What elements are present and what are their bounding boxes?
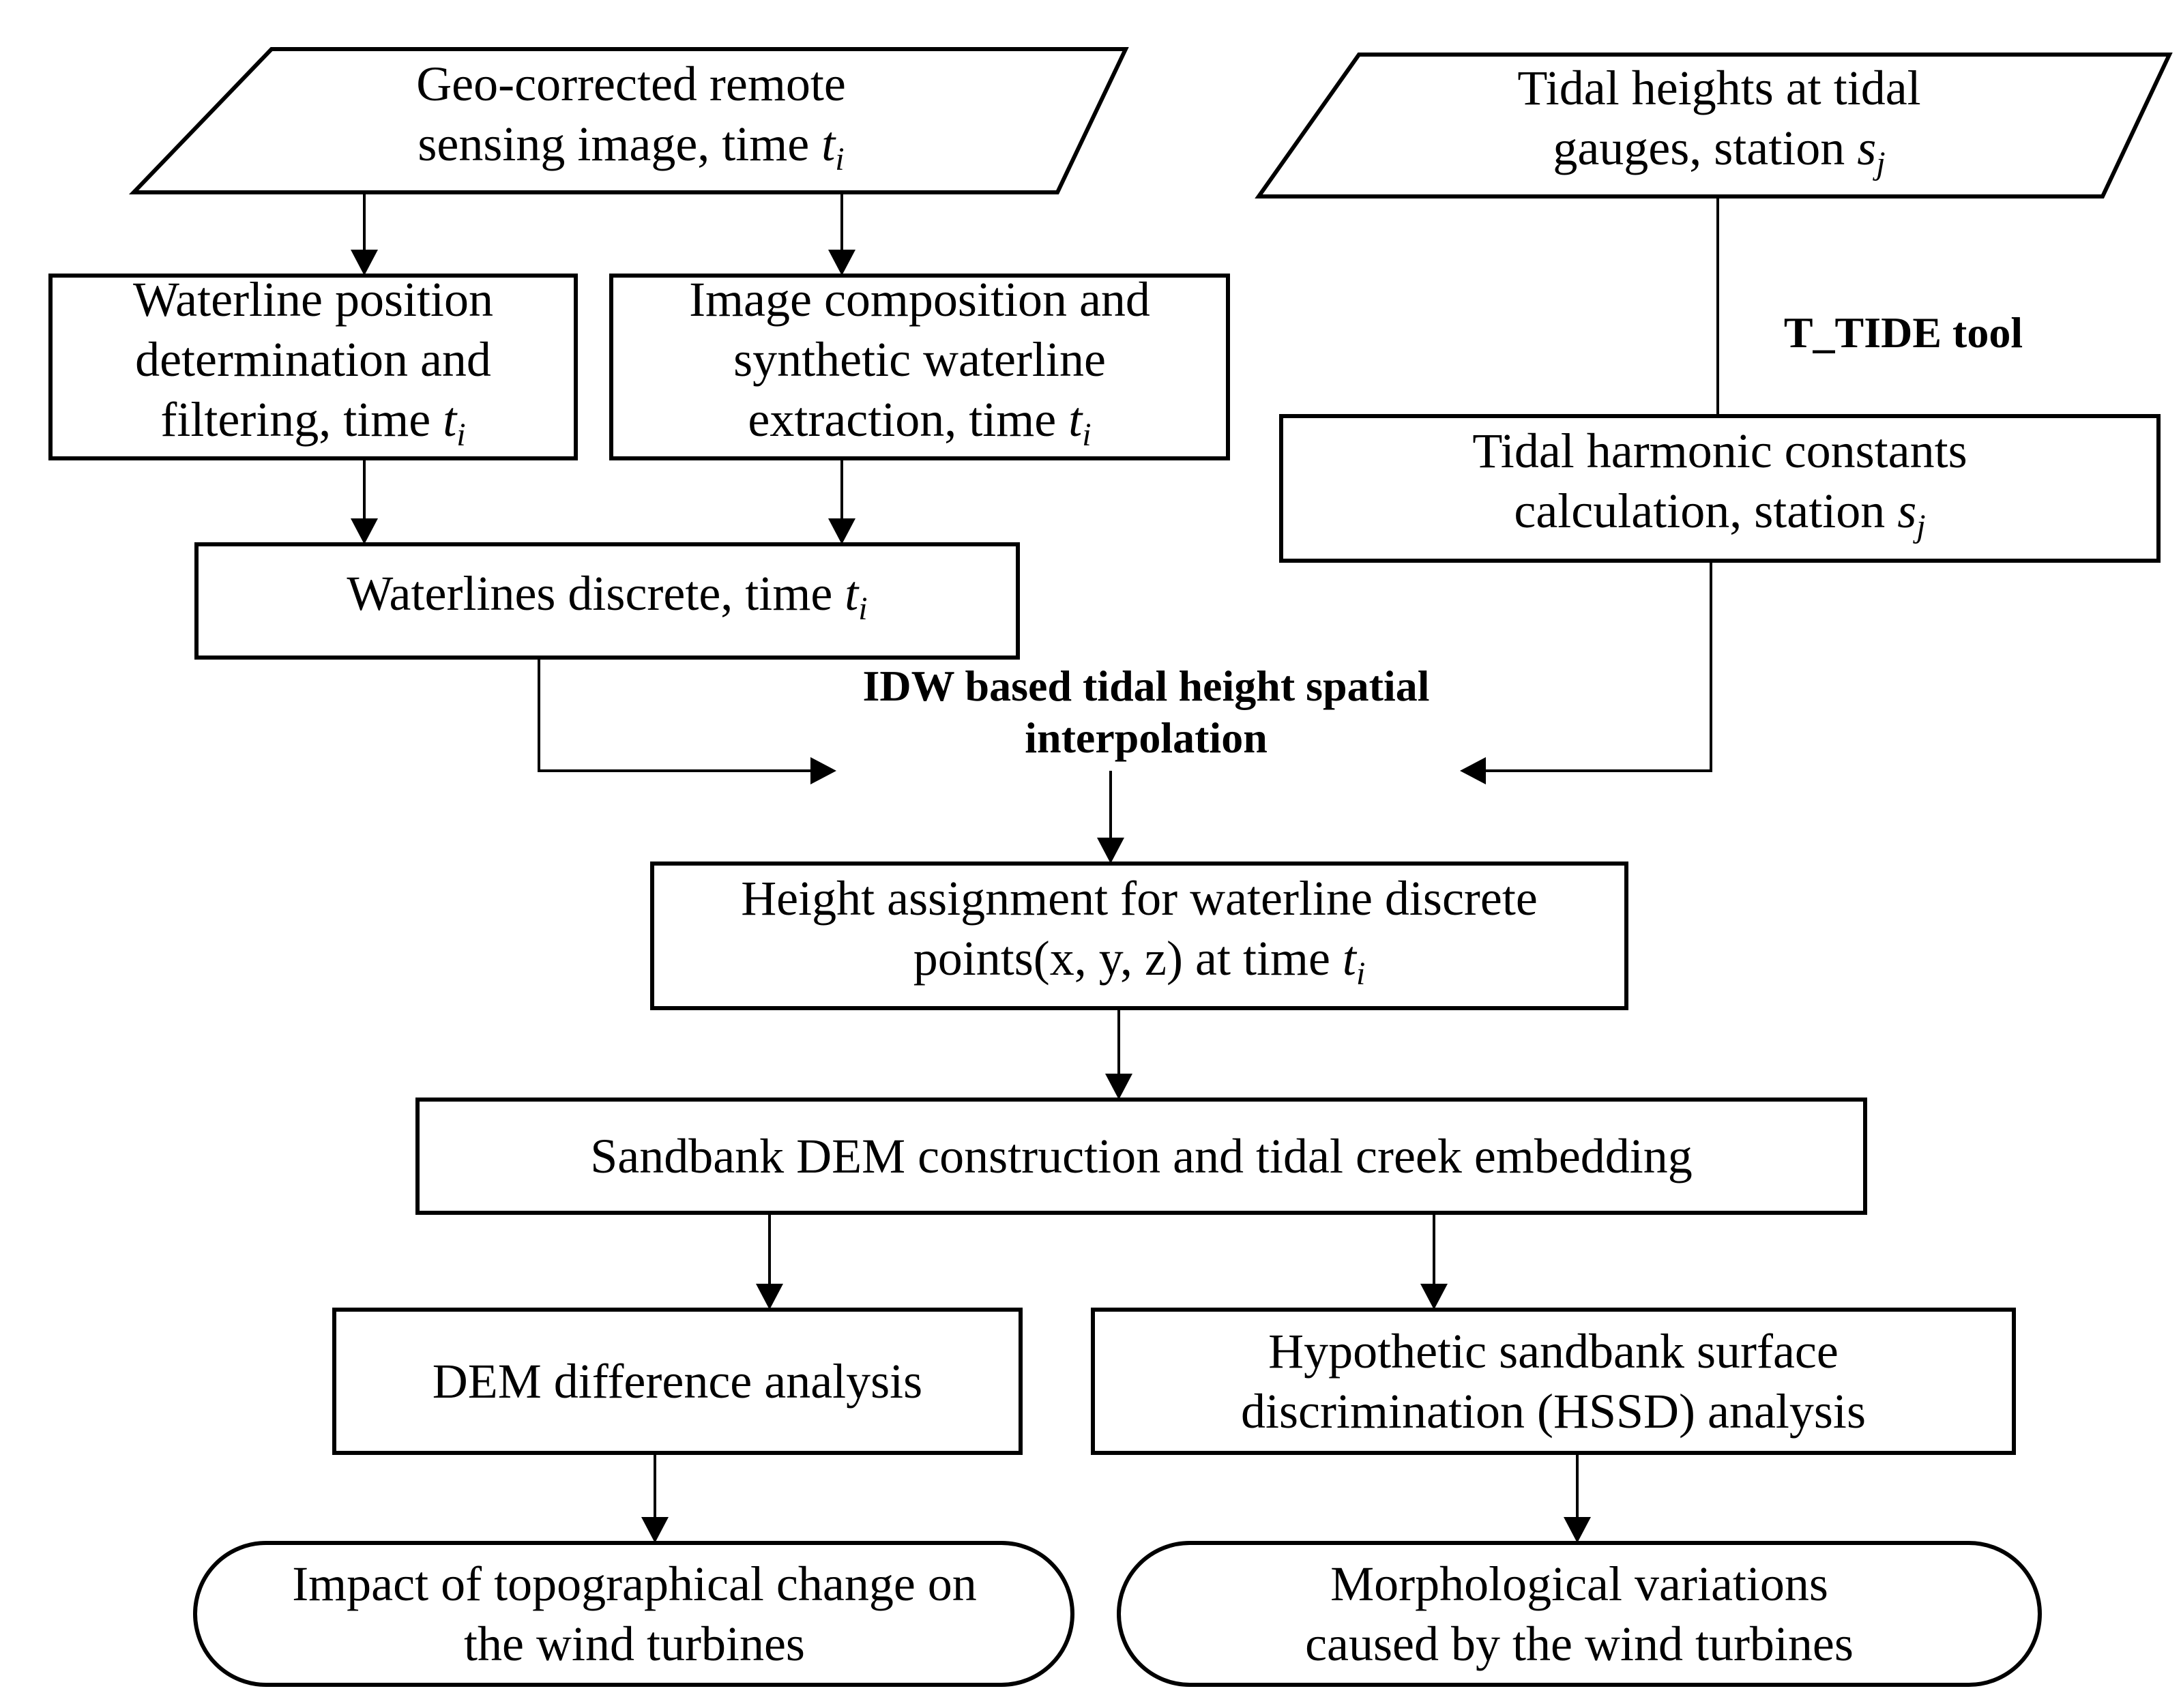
sandbank-dem-shape [415,1098,1867,1215]
node-text-line: calculation, station sj [1514,481,1925,557]
arrowhead [756,1284,783,1310]
node-text-line: discrimination (HSSD) analysis [1241,1384,1866,1439]
waterline-position-node: Waterline position determination and fil… [53,272,573,456]
node-text: extraction, time [748,392,1069,447]
arrowhead [1097,838,1124,864]
tidal-heights-node: Tidal heights at tidal gauges, station s… [1317,59,2122,192]
node-text-line: points(x, y, z) at time ti [913,928,1366,1004]
node-text-line: Sandbank DEM construction and tidal cree… [590,1129,1693,1183]
dem-difference-node: DEM difference analysis [337,1312,1018,1450]
tidal-heights-shape [1255,53,2173,198]
waterlines-discrete-shape [194,542,1020,660]
node-text-line: Tidal harmonic constants [1472,423,1967,478]
node-text-line: Waterline position [132,271,494,327]
idw-interpolation-label: IDW based tidal height spatial interpola… [750,660,1542,764]
arrowhead [810,757,836,784]
arrowhead [828,250,855,276]
station-variable: s [1857,120,1877,175]
height-assignment-node: Height assignment for waterline discrete… [655,866,1624,1005]
arrowhead [1105,1074,1132,1100]
geo-image-node: Geo-corrected remote sensing image, time… [198,55,1064,188]
node-text-line: synthetic waterline [733,332,1106,387]
node-text-line: the wind turbines [464,1617,805,1671]
geo-image-shape [128,47,1129,194]
node-text: points(x, y, z) at time [913,930,1343,986]
morphological-shape [1117,1541,2042,1687]
connector-line [1484,561,1712,772]
dem-difference-shape [332,1308,1023,1455]
node-text-line: filtering, time ti [160,389,465,465]
node-text: Waterlines discrete, time [347,565,845,621]
time-variable: t [443,392,457,447]
node-text-line: Image composition and [689,271,1150,327]
edge-label-line: interpolation [1025,713,1268,762]
time-variable: t [821,116,836,171]
node-text: gauges, station [1553,120,1858,175]
time-subscript: i [1356,955,1366,992]
node-text-line: Hypothetic sandbank surface [1268,1324,1839,1379]
sandbank-dem-node: Sandbank DEM construction and tidal cree… [420,1102,1862,1210]
height-assignment-shape [650,862,1628,1010]
time-subscript: i [1082,416,1092,453]
connector-line [538,658,812,772]
waterlines-discrete-node: Waterlines discrete, time ti [199,547,1015,655]
connectors [351,192,1719,1543]
time-subscript: i [858,590,868,627]
impact-shape [193,1541,1074,1687]
time-variable: t [845,565,859,621]
time-variable: t [1342,930,1356,986]
node-text-line: Impact of topographical change on [292,1557,977,1611]
edge-label-line: IDW based tidal height spatial [862,662,1430,710]
image-composition-shape [609,274,1230,460]
tidal-harmonic-node: Tidal harmonic constants calculation, st… [1284,419,2156,558]
arrowhead [1420,1284,1448,1310]
morphological-node: Morphological variations caused by the w… [1153,1546,2006,1682]
arrowhead [828,518,855,544]
node-text-line: extraction, time ti [748,389,1091,465]
t-tide-tool-label: T_TIDE tool [1783,308,2023,357]
time-subscript: i [835,141,845,177]
impact-node: Impact of topographical change on the wi… [225,1546,1044,1682]
node-text-line: Tidal heights at tidal [1517,60,1921,115]
node-text-line: Waterlines discrete, time ti [347,563,867,639]
node-text-line: gauges, station sj [1553,118,1885,194]
image-composition-node: Image composition and synthetic waterlin… [614,272,1225,456]
time-variable: t [1068,392,1083,447]
station-subscript: j [1916,507,1926,544]
tidal-harmonic-shape [1279,414,2161,563]
time-subscript: i [456,416,466,453]
arrowhead [1460,757,1486,784]
station-subscript: j [1876,145,1886,181]
node-text-line: Height assignment for waterline discrete [741,870,1538,926]
node-text-line: DEM difference analysis [432,1354,923,1409]
arrowhead [351,250,378,276]
hssd-shape [1091,1308,2016,1455]
node-text: sensing image, time [418,116,822,171]
node-text-line: Geo-corrected remote [416,56,846,111]
hssd-node: Hypothetic sandbank surface discriminati… [1096,1312,2011,1450]
node-text-line: sensing image, time ti [418,114,844,190]
arrowhead [351,518,378,544]
arrowhead [1564,1517,1591,1543]
station-variable: s [1897,483,1917,538]
arrowhead [641,1517,669,1543]
node-text: filtering, time [160,392,443,447]
node-text-line: caused by the wind turbines [1305,1617,1854,1671]
node-text-line: Morphological variations [1330,1557,1828,1611]
node-text: calculation, station [1514,483,1898,538]
waterline-position-shape [48,274,578,460]
node-text-line: determination and [135,332,491,387]
